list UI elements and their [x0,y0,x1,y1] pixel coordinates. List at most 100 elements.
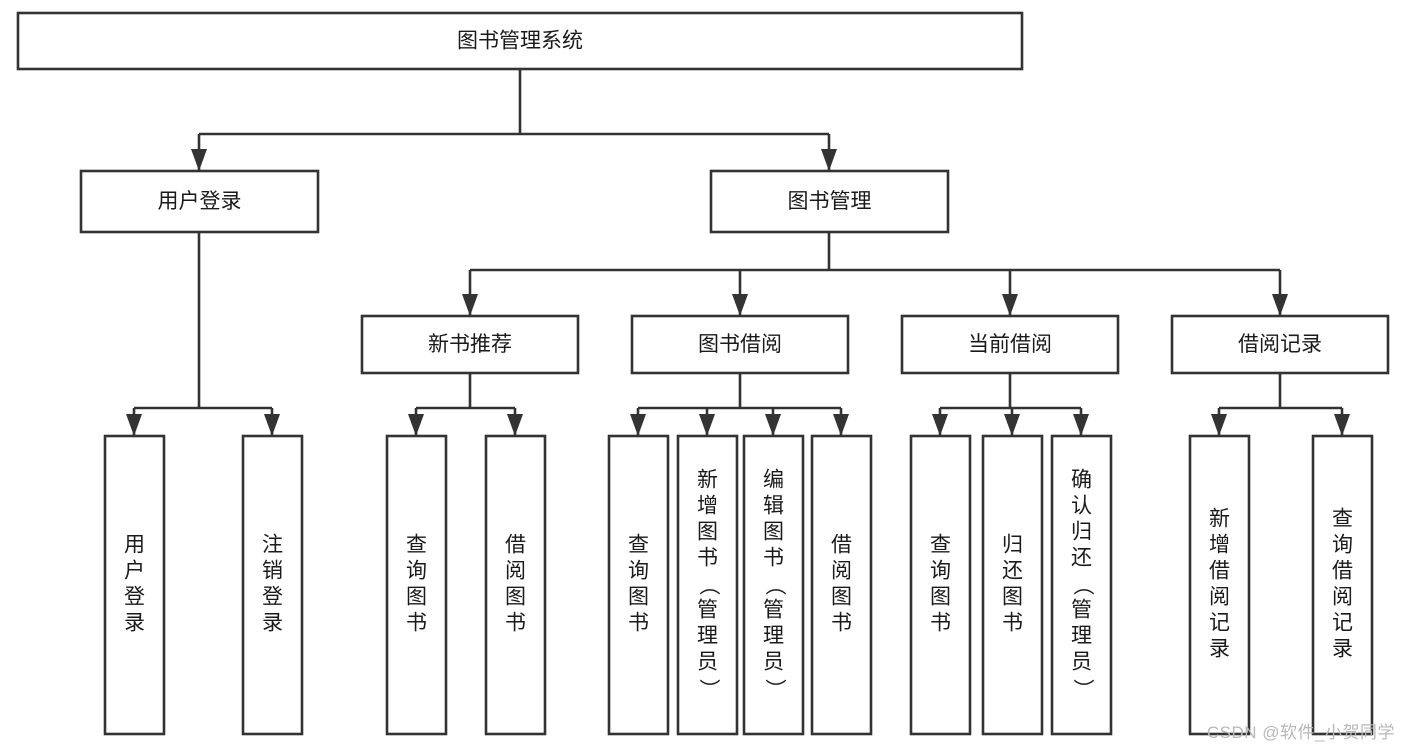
edge-group-new-book-rec [408,373,523,436]
node-leaf-add-record-label-char: 增 [1209,534,1230,557]
arrow-head-icon [408,414,424,436]
node-leaf-query-book-1-label-char: 查 [406,534,427,557]
node-book-borrow[interactable]: 图书借阅 [630,314,850,375]
node-user-login-box[interactable] [79,169,320,234]
node-leaf-logout-box[interactable] [241,434,304,736]
node-current-borrow-label: 当前借阅 [968,333,1052,356]
edges-layer [126,69,1350,436]
node-leaf-query-book-3-label-char: 图 [930,586,951,609]
node-leaf-confirm-return-label-char: 管 [1071,599,1092,622]
node-leaf-edit-book-box[interactable] [742,434,805,736]
node-leaf-borrow-book-2-label-char: 阅 [831,560,852,583]
arrow-head-icon [699,414,715,436]
node-leaf-user-login[interactable]: 用户登录 [103,434,166,736]
node-book-manage[interactable]: 图书管理 [709,169,950,234]
node-current-borrow[interactable]: 当前借阅 [900,314,1120,375]
node-new-book-rec-label: 新书推荐 [428,333,512,356]
arrow-head-icon [1004,414,1020,436]
node-leaf-user-login-label-char: 用 [124,534,145,557]
node-leaf-confirm-return-box[interactable] [1050,434,1113,736]
node-leaf-borrow-book-1-box[interactable] [484,434,547,736]
node-leaf-logout-label-char: 销 [262,560,283,583]
arrow-head-icon [1272,294,1288,316]
node-leaf-query-record-label-char: 查 [1332,508,1353,531]
node-leaf-edit-book-label-char: （ [763,575,786,596]
node-leaf-user-login-label-char: 登 [124,586,145,609]
node-current-borrow-box[interactable] [900,314,1120,375]
node-leaf-add-book-label-char: 理 [697,625,718,648]
node-leaf-borrow-book-1-label-char: 图 [505,586,526,609]
node-borrow-record-box[interactable] [1170,314,1390,375]
node-leaf-edit-book-label-char: 图 [763,521,784,544]
node-leaf-add-book-label-char: 书 [697,547,718,570]
node-leaf-query-record-label-char: 记 [1332,612,1353,635]
node-leaf-query-book-2-label-char: 查 [628,534,649,557]
node-leaf-confirm-return-label-char: 员 [1071,651,1092,674]
node-book-borrow-box[interactable] [630,314,850,375]
node-leaf-edit-book-label-char: 管 [763,599,784,622]
node-leaf-confirm-return-label-char: 还 [1071,547,1092,570]
node-leaf-return-book-box[interactable] [981,434,1044,736]
node-leaf-user-login-label-char: 户 [124,560,145,583]
edge-group-current-borrow [932,373,1089,436]
node-leaf-add-book-label-char: 图 [697,521,718,544]
node-leaf-edit-book-label-char: 编 [763,469,784,492]
node-leaf-query-book-1-label-char: 图 [406,586,427,609]
edge-group-user-login [126,232,280,436]
node-leaf-query-book-1-box[interactable] [385,434,448,736]
node-leaf-add-record-box[interactable] [1188,434,1251,736]
node-leaf-edit-book-label-char: 理 [763,625,784,648]
node-leaf-add-book-label-char: 新 [697,469,718,492]
node-borrow-record[interactable]: 借阅记录 [1170,314,1390,375]
node-leaf-query-book-2-box[interactable] [607,434,670,736]
node-leaf-borrow-book-1-label-char: 阅 [505,560,526,583]
node-leaf-query-book-1-label-char: 书 [406,612,427,635]
node-leaf-borrow-book-2-label-char: 图 [831,586,852,609]
node-leaf-borrow-book-1-label-char: 借 [505,534,526,557]
node-leaf-query-record-box[interactable] [1311,434,1374,736]
node-book-manage-label: 图书管理 [788,190,872,213]
arrow-head-icon [507,414,523,436]
node-leaf-query-record-label-char: 询 [1332,534,1353,557]
node-leaf-query-book-3-box[interactable] [909,434,972,736]
node-leaf-borrow-book-2-label-char: 借 [831,534,852,557]
node-leaf-query-book-3-label-char: 询 [930,560,951,583]
node-leaf-add-record-label-char: 新 [1209,508,1230,531]
nodes-layer: 图书管理系统用户登录图书管理新书推荐图书借阅当前借阅借阅记录用户登录注销登录查询… [16,11,1390,736]
node-root[interactable]: 图书管理系统 [16,11,1024,71]
node-root-box[interactable] [16,11,1024,71]
node-new-book-rec-box[interactable] [360,314,580,375]
node-new-book-rec[interactable]: 新书推荐 [360,314,580,375]
arrow-head-icon [765,414,781,436]
node-leaf-user-login-label-char: 录 [124,612,145,635]
node-leaf-add-record-label-char: 阅 [1209,586,1230,609]
arrow-head-icon [264,414,280,436]
arrow-head-icon [821,149,837,171]
node-book-manage-box[interactable] [709,169,950,234]
node-leaf-confirm-return-label-char: 确 [1071,469,1092,492]
node-leaf-query-record-label-char: 录 [1332,638,1353,661]
node-leaf-borrow-book-1-label-char: 书 [505,612,526,635]
node-leaf-borrow-book-2-box[interactable] [810,434,873,736]
node-leaf-confirm-return-label-char: （ [1071,575,1094,596]
node-leaf-edit-book-label-char: 辑 [763,495,784,518]
node-leaf-add-record-label-char: 借 [1209,560,1230,583]
node-leaf-add-book-box[interactable] [676,434,739,736]
edge-group-borrow-record [1211,373,1350,436]
edge-group-root [191,69,837,171]
node-user-login[interactable]: 用户登录 [79,169,320,234]
node-leaf-user-login-box[interactable] [103,434,166,736]
